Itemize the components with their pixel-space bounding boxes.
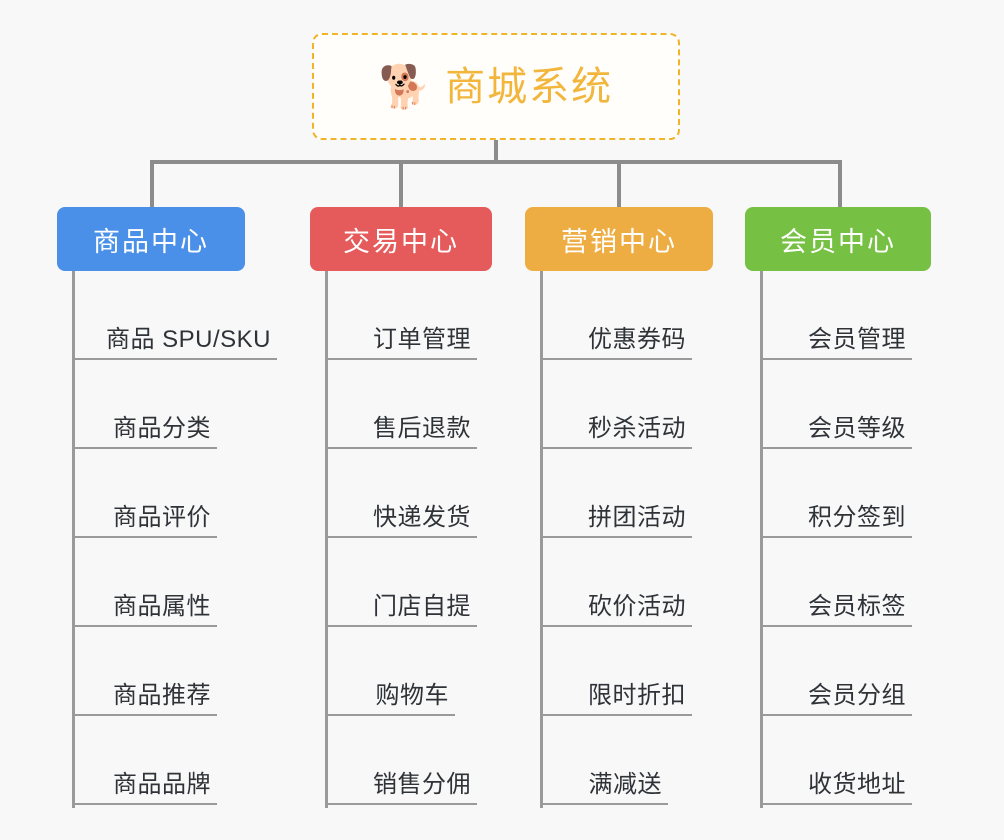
- list-item-label: 商品评价: [113, 504, 211, 532]
- list-item-label: 商品分类: [113, 415, 211, 443]
- shiba-dog-face-icon: 🐕: [378, 62, 432, 110]
- category-header-trade-center[interactable]: 交易中心: [310, 207, 492, 271]
- list-item-label: 拼团活动: [588, 504, 686, 532]
- list-item-label: 购物车: [375, 682, 449, 710]
- list-item-label: 收货地址: [808, 771, 906, 799]
- list-item[interactable]: 满减送: [540, 716, 668, 805]
- root-node-shop-system[interactable]: 🐕 商城系统: [312, 33, 680, 140]
- list-item[interactable]: 优惠券码: [540, 271, 692, 360]
- column-trunk-line: [72, 271, 75, 808]
- list-item-label: 限时折扣: [588, 682, 686, 710]
- list-item[interactable]: 商品属性: [72, 538, 217, 627]
- list-item-label: 销售分佣: [373, 771, 471, 799]
- list-item-label: 门店自提: [373, 593, 471, 621]
- list-item[interactable]: 会员分组: [760, 627, 912, 716]
- column-trunk-line: [540, 271, 543, 808]
- list-item[interactable]: 商品 SPU/SKU: [72, 271, 277, 360]
- category-header-label: 会员中心: [780, 226, 896, 257]
- category-header-member-center[interactable]: 会员中心: [745, 207, 931, 271]
- connector-root-stem: [494, 140, 498, 164]
- connector-drop-trade-center: [399, 160, 403, 207]
- list-item-label: 秒杀活动: [588, 415, 686, 443]
- column-trunk-line: [760, 271, 763, 808]
- list-item[interactable]: 购物车: [325, 627, 455, 716]
- list-item[interactable]: 会员管理: [760, 271, 912, 360]
- list-item[interactable]: 商品分类: [72, 360, 217, 449]
- list-item-label: 快递发货: [373, 504, 471, 532]
- connector-drop-member-center: [838, 160, 842, 207]
- list-item[interactable]: 商品推荐: [72, 627, 217, 716]
- list-item[interactable]: 订单管理: [325, 271, 477, 360]
- list-item[interactable]: 门店自提: [325, 538, 477, 627]
- category-header-label: 商品中心: [93, 226, 209, 257]
- list-item-label: 商品品牌: [113, 771, 211, 799]
- list-item-label: 砍价活动: [588, 593, 686, 621]
- list-item-label: 会员管理: [808, 326, 906, 354]
- connector-horizontal-bus: [150, 160, 842, 164]
- list-item[interactable]: 拼团活动: [540, 449, 692, 538]
- list-item[interactable]: 砍价活动: [540, 538, 692, 627]
- connector-drop-product-center: [150, 160, 154, 207]
- list-item[interactable]: 收货地址: [760, 716, 912, 805]
- category-header-product-center[interactable]: 商品中心: [57, 207, 245, 271]
- list-item[interactable]: 积分签到: [760, 449, 912, 538]
- list-item[interactable]: 销售分佣: [325, 716, 477, 805]
- list-item[interactable]: 商品品牌: [72, 716, 217, 805]
- list-item[interactable]: 售后退款: [325, 360, 477, 449]
- list-item-label: 商品推荐: [113, 682, 211, 710]
- list-item-label: 积分签到: [808, 504, 906, 532]
- list-item-label: 商品属性: [113, 593, 211, 621]
- list-item[interactable]: 秒杀活动: [540, 360, 692, 449]
- list-item-label: 订单管理: [373, 326, 471, 354]
- column-trunk-line: [325, 271, 328, 808]
- list-item[interactable]: 会员等级: [760, 360, 912, 449]
- list-item[interactable]: 快递发货: [325, 449, 477, 538]
- list-item-label: 优惠券码: [588, 326, 686, 354]
- list-item-label: 满减送: [588, 771, 662, 799]
- category-header-marketing-center[interactable]: 营销中心: [525, 207, 713, 271]
- list-item-label: 会员分组: [808, 682, 906, 710]
- list-item-label: 商品 SPU/SKU: [105, 326, 271, 354]
- list-item-label: 会员等级: [808, 415, 906, 443]
- list-item[interactable]: 限时折扣: [540, 627, 692, 716]
- list-item-label: 会员标签: [808, 593, 906, 621]
- root-node-title: 商城系统: [445, 64, 614, 109]
- list-item[interactable]: 商品评价: [72, 449, 217, 538]
- connector-drop-marketing-center: [617, 160, 621, 207]
- list-item-label: 售后退款: [373, 415, 471, 443]
- list-item[interactable]: 会员标签: [760, 538, 912, 627]
- category-header-label: 交易中心: [343, 226, 459, 257]
- category-header-label: 营销中心: [561, 226, 677, 257]
